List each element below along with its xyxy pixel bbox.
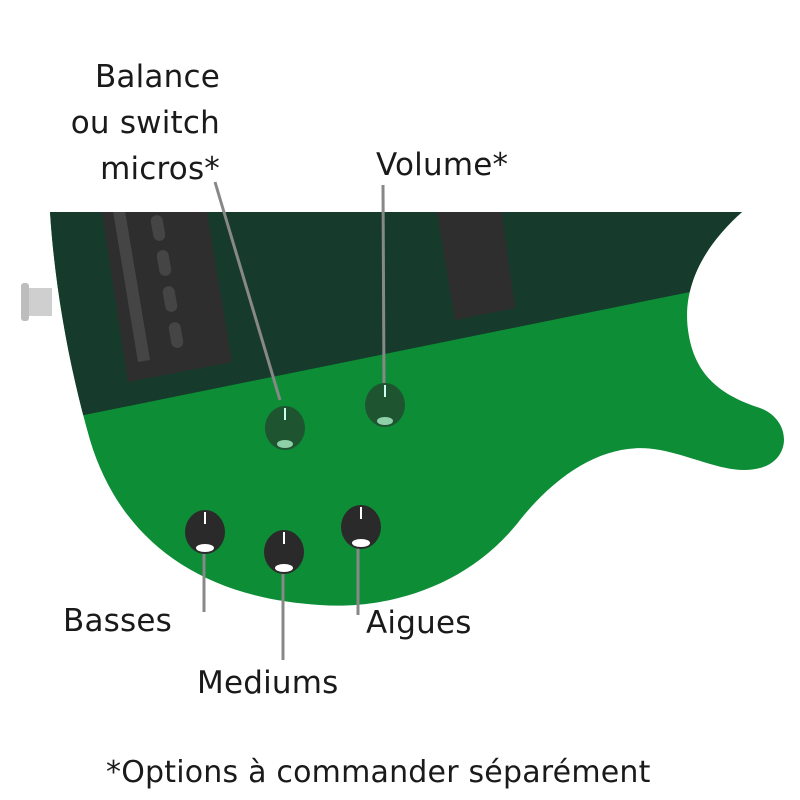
basses-knob[interactable] <box>185 510 225 554</box>
balance-label-line1: Balance <box>94 59 220 95</box>
volume-label: Volume* <box>376 147 509 183</box>
neck-pickup <box>100 212 232 382</box>
balance-label-line2: ou switch <box>70 105 220 141</box>
aigues-knob[interactable] <box>341 505 381 549</box>
basses-label: Basses <box>63 603 172 639</box>
bridge-pickup <box>435 212 515 320</box>
leader-lines <box>202 181 386 660</box>
volume-knob[interactable] <box>365 383 405 427</box>
output-jack <box>21 283 52 321</box>
mediums-knob[interactable] <box>264 530 304 574</box>
mediums-label: Mediums <box>197 665 339 701</box>
balance-label: Balance ou switch micros* <box>71 54 220 192</box>
balance-label-line3: micros* <box>100 151 220 187</box>
aigues-label: Aigues <box>366 605 472 641</box>
footnote: *Options à commander séparément <box>106 755 651 790</box>
balance-knob[interactable] <box>265 406 305 450</box>
